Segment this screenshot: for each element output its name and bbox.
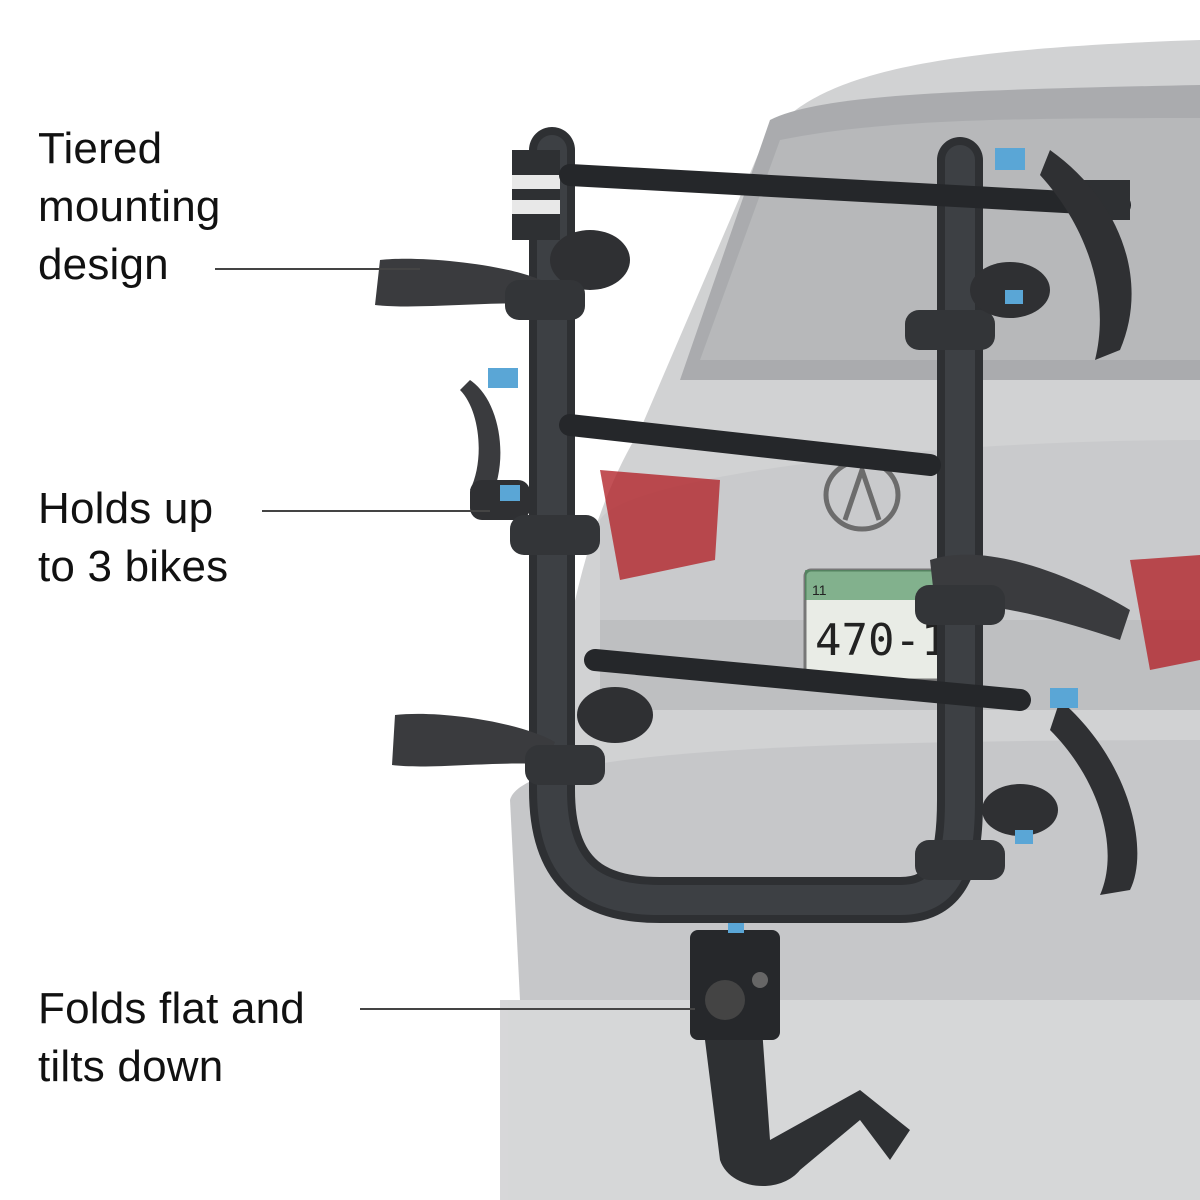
cradle-bottom-left <box>392 687 653 785</box>
leader-line-fold <box>360 1008 695 1010</box>
mast-reflective-band <box>512 150 560 240</box>
leader-line-capacity <box>262 510 490 512</box>
license-plate-prefix: 11 <box>812 582 827 598</box>
callout-tiered-mounting: Tiered mounting design <box>38 120 221 294</box>
crossbars <box>559 164 1131 711</box>
callout-fold-line1: Folds flat and <box>38 984 305 1033</box>
callout-tiered-line3: design <box>38 240 169 289</box>
cradle-bottom-right <box>915 688 1138 895</box>
callout-fold: Folds flat and tilts down <box>38 980 305 1096</box>
callout-capacity-line2: to 3 bikes <box>38 542 229 591</box>
callout-capacity-line1: Holds up <box>38 484 214 533</box>
callout-tiered-line2: mounting <box>38 182 221 231</box>
callout-fold-line2: tilts down <box>38 1042 224 1091</box>
cradle-top-left <box>375 230 630 320</box>
taillight-left <box>600 470 720 580</box>
cradle-mid-right <box>915 554 1130 640</box>
taillight-right <box>1130 555 1200 670</box>
leader-line-tiered <box>215 268 420 270</box>
callout-tiered-line1: Tiered <box>38 124 163 173</box>
cradle-top-right <box>905 148 1132 360</box>
callout-capacity: Holds up to 3 bikes <box>38 480 228 596</box>
